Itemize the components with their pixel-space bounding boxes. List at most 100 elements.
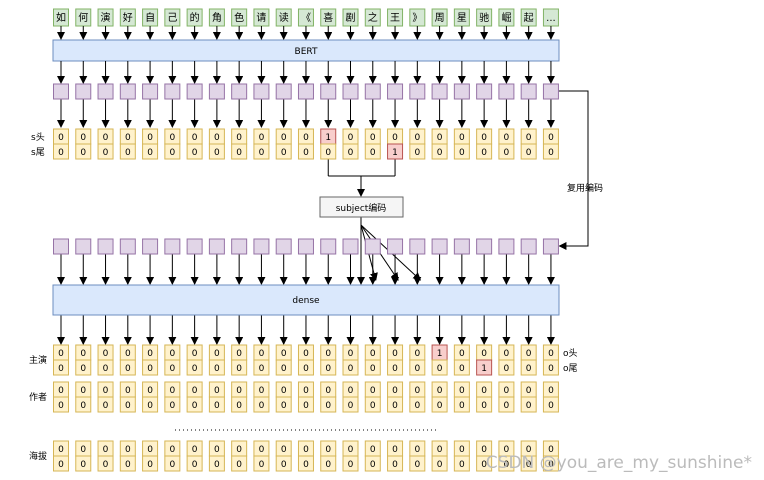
token-text: 演 — [101, 11, 111, 24]
tag-cell-value: 0 — [192, 401, 198, 411]
tag-cell — [476, 396, 493, 413]
tag-cell-value: 0 — [392, 445, 398, 455]
tag-cell — [342, 143, 359, 160]
tag-cell-value: 0 — [459, 445, 465, 455]
tag-cell-value: 0 — [192, 460, 198, 470]
tag-cell-value: 0 — [392, 460, 398, 470]
tag-cell — [97, 143, 114, 160]
token-box: 驰 — [476, 8, 493, 27]
tag-cell-value: 0 — [303, 386, 309, 396]
tag-cell-value: 0 — [481, 386, 487, 396]
tag-cell-value: 0 — [236, 460, 242, 470]
object-row-label: o尾 — [563, 363, 578, 374]
tag-cell-value: 0 — [147, 148, 153, 158]
tag-cell — [387, 396, 404, 413]
tag-cell-value: 0 — [548, 349, 554, 359]
tag-cell-value: 0 — [414, 386, 420, 396]
tag-cell — [97, 359, 114, 376]
tag-cell-value: 0 — [392, 401, 398, 411]
tag-cell-value: 0 — [348, 401, 354, 411]
tag-cell — [75, 359, 92, 376]
tag-cell — [364, 143, 381, 160]
fused-feature-cell — [453, 238, 470, 255]
tag-cell-value: 0 — [504, 386, 510, 396]
tag-cell-value: 0 — [459, 460, 465, 470]
tag-cell — [498, 455, 515, 472]
subject-row-label: s尾 — [31, 147, 45, 158]
tag-cell-value: 0 — [169, 401, 175, 411]
token-box: 之 — [364, 8, 381, 27]
token-text: 星 — [457, 12, 467, 24]
tag-cell-value: 0 — [80, 445, 86, 455]
fused-feature-cell — [542, 238, 559, 255]
tag-cell-value: 0 — [214, 349, 220, 359]
token-box: 王 — [387, 8, 404, 27]
tag-cell-value: 0 — [259, 386, 265, 396]
tag-cell-value: 0 — [303, 349, 309, 359]
token-box: 色 — [231, 8, 248, 27]
tag-cell-value: 0 — [325, 364, 331, 374]
tag-cell-value: 1 — [392, 148, 398, 158]
tag-cell-value: 0 — [214, 386, 220, 396]
token-text: ... — [546, 13, 556, 24]
tag-cell-value: 0 — [281, 386, 287, 396]
tag-cell-value: 0 — [58, 148, 64, 158]
token-box: 角 — [208, 8, 225, 27]
fused-feature-cell — [231, 238, 248, 255]
tag-cell-value: 0 — [392, 386, 398, 396]
tag-cell — [53, 143, 69, 160]
tag-cell-value: 0 — [236, 386, 242, 396]
tag-cell-value: 0 — [169, 148, 175, 158]
token-text: 己 — [167, 13, 177, 24]
tag-cell-value: 0 — [370, 445, 376, 455]
tag-cell-value: 0 — [147, 445, 153, 455]
tag-cell-value: 0 — [548, 445, 554, 455]
token-text: 的 — [190, 11, 200, 24]
tag-cell-value: 0 — [303, 460, 309, 470]
tag-cell-value: 0 — [348, 386, 354, 396]
tag-cell-value: 0 — [325, 460, 331, 470]
tag-cell-value: 0 — [103, 460, 109, 470]
bert-feature-cell — [431, 83, 448, 100]
token-row: 如何演好自己的角色请读《喜剧之王》周星驰崛起... — [53, 8, 559, 27]
fused-feature-cell — [208, 238, 225, 255]
tag-cell — [231, 396, 248, 413]
tag-cell-value: 0 — [125, 364, 131, 374]
tag-cell-value: 0 — [80, 401, 86, 411]
tag-cell-value: 0 — [192, 349, 198, 359]
tag-cell-value: 0 — [325, 401, 331, 411]
tag-cell — [520, 396, 537, 413]
tag-cell-value: 0 — [214, 133, 220, 143]
tag-cell — [297, 396, 314, 413]
tag-cell-value: 0 — [125, 445, 131, 455]
tag-cell-value: 0 — [169, 460, 175, 470]
tag-cell-value: 0 — [414, 133, 420, 143]
bert-feature-cell — [119, 83, 136, 100]
token-text: 崛 — [501, 12, 511, 24]
dense-layer-box — [52, 284, 560, 316]
fused-feature-cell — [164, 238, 181, 255]
fused-feature-cell — [409, 238, 426, 255]
token-text: 》 — [412, 12, 422, 24]
tag-cell-value: 0 — [370, 148, 376, 158]
fused-feature-cell — [253, 238, 270, 255]
tag-cell-value: 0 — [504, 445, 510, 455]
tag-cell-value: 0 — [125, 133, 131, 143]
fused-feature-cell — [476, 238, 493, 255]
token-box: 周 — [431, 8, 448, 27]
token-text: 驰 — [479, 11, 489, 24]
dense-label: dense — [292, 296, 320, 306]
tag-cell — [186, 396, 203, 413]
subject-encoding-label: subject编码 — [336, 202, 387, 214]
tag-cell-value: 0 — [169, 445, 175, 455]
tag-cell — [164, 396, 181, 413]
token-box: 如 — [53, 8, 69, 27]
fused-feature-cell — [97, 238, 114, 255]
tag-cell — [275, 396, 292, 413]
tag-cell-value: 0 — [169, 349, 175, 359]
tag-cell-value: 0 — [147, 386, 153, 396]
tag-cell — [453, 359, 470, 376]
tag-cell-value: 0 — [58, 445, 64, 455]
tag-cell-value: 0 — [437, 401, 443, 411]
tag-cell — [387, 359, 404, 376]
